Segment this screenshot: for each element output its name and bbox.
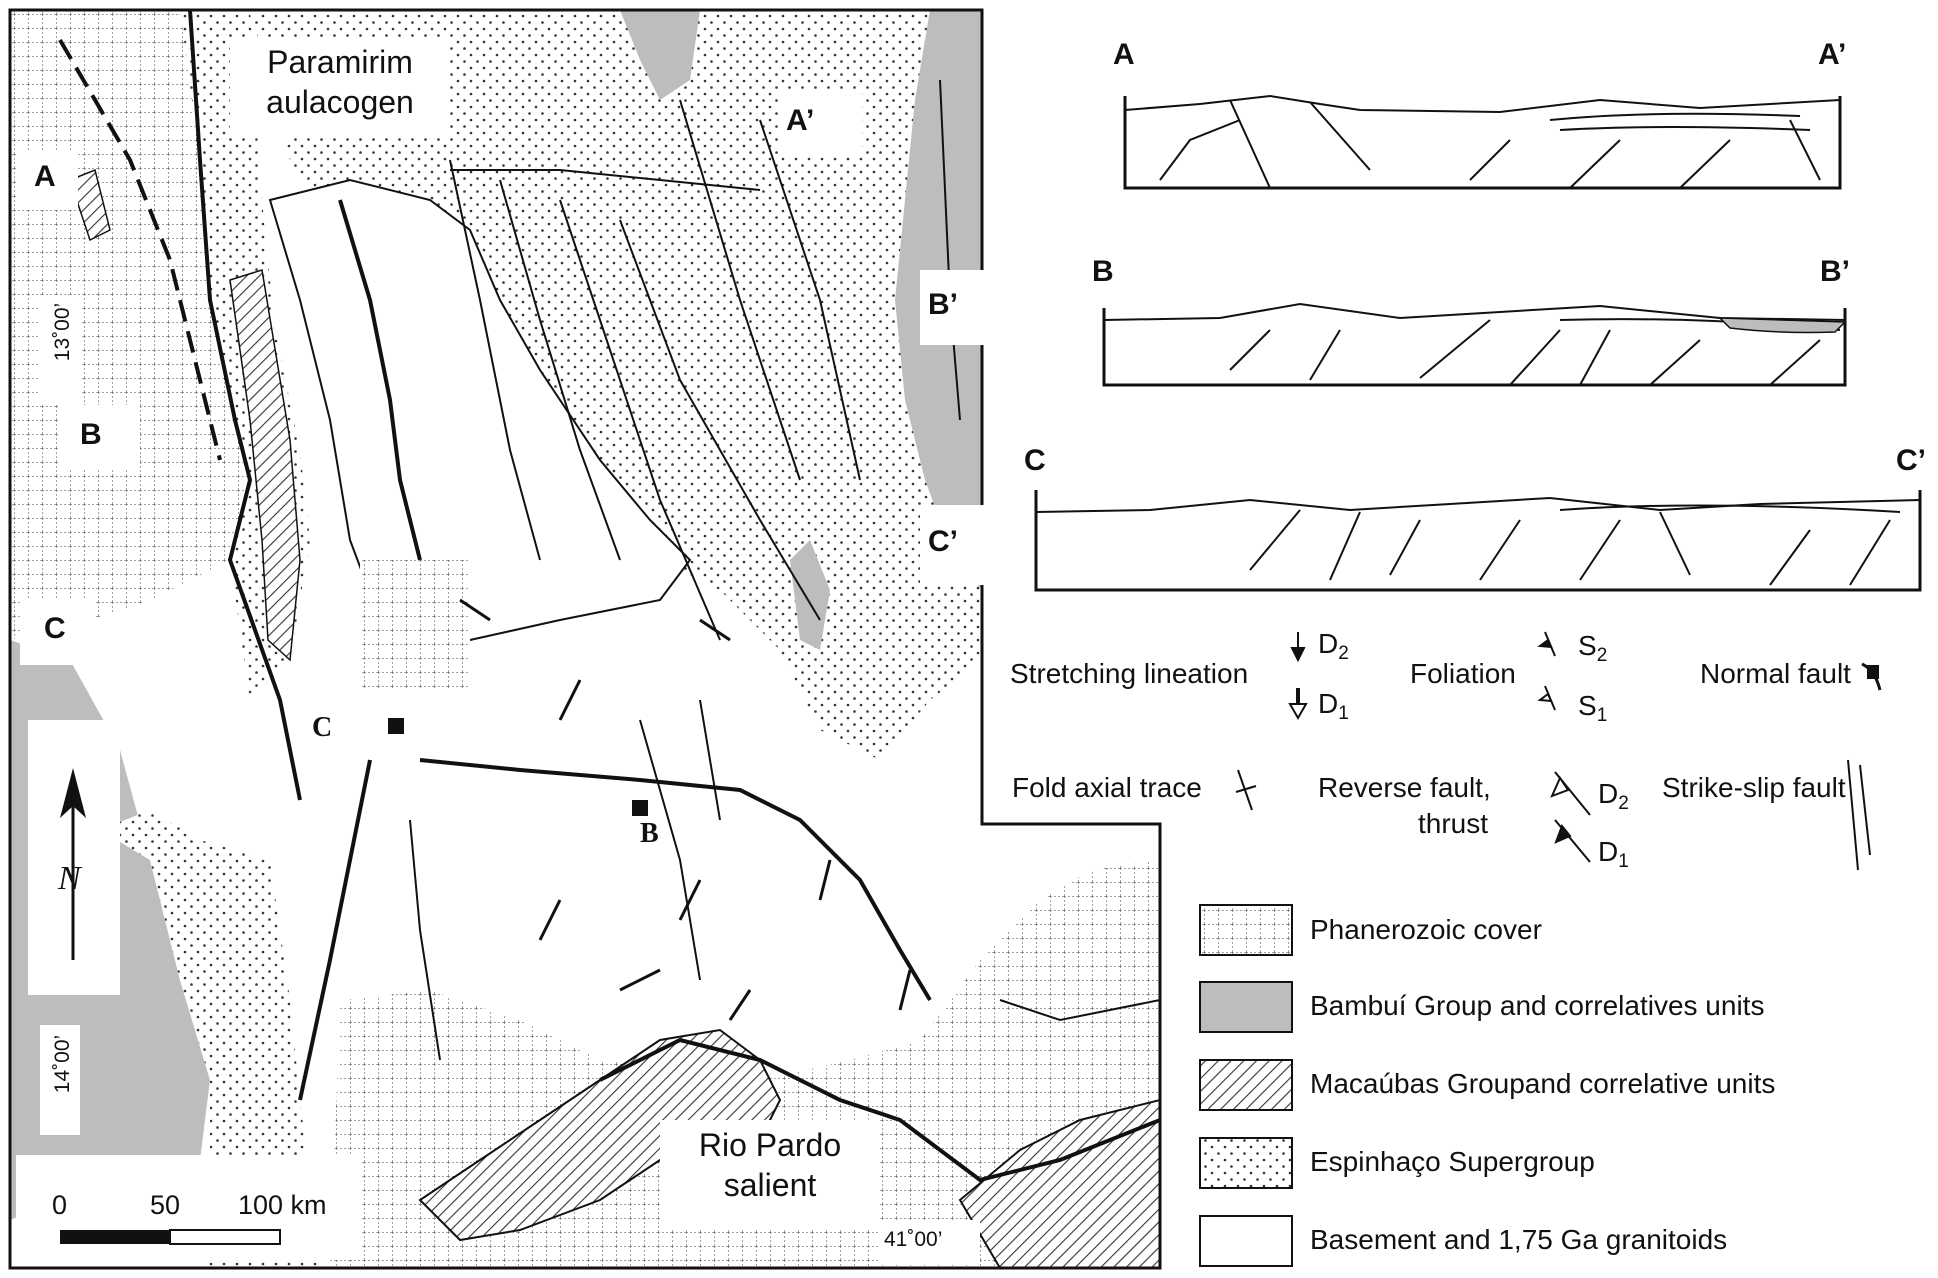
bambui-small [790, 540, 830, 650]
map-label-b-prime: B’ [928, 288, 958, 321]
region-paramirim-line2: aulacogen [266, 84, 414, 120]
legend-unit-espinhaco: Espinhaço Supergroup [1310, 1146, 1595, 1177]
legend-d2: D2 [1318, 628, 1349, 664]
legend-d1: D1 [1318, 688, 1349, 724]
cross-section-b [1102, 302, 1847, 387]
region-rio-pardo-line1: Rio Pardo [698, 1127, 842, 1163]
legend-s1: S1 [1578, 690, 1608, 726]
north-arrow [60, 768, 86, 960]
section-a-left: A [1113, 38, 1135, 71]
legend-normal-fault: Normal fault [1700, 658, 1851, 689]
site-c-marker [388, 718, 404, 734]
legend-swatch-phanerozoic [1199, 904, 1293, 956]
region-paramirim-line1: Paramirim [267, 44, 413, 80]
map-label-a: A [34, 160, 56, 193]
scale-label-max: 100 km [238, 1190, 327, 1220]
section-c-left: C [1024, 444, 1046, 477]
macaubas-west-strip [229, 269, 301, 662]
legend-strike-slip-fault: Strike-slip fault [1662, 772, 1846, 803]
legend-unit-bambui: Bambuí Group and correlatives units [1310, 990, 1765, 1021]
cross-section-a [1123, 94, 1842, 190]
lat-14-label: 14˚00’ [51, 1034, 74, 1094]
scale-bar [60, 1229, 281, 1245]
map-label-a-prime: A’ [786, 104, 815, 137]
site-label-c: C [312, 712, 333, 743]
legend-reverse-d2: D2 [1598, 778, 1629, 814]
major-faults [58, 10, 1160, 1183]
legend-foliation: Foliation [1410, 658, 1516, 689]
phanerozoic-cover-inner [360, 560, 470, 690]
legend-stretching-lineation: Stretching lineation [1010, 658, 1249, 689]
region-rio-pardo: Rio Pardo salient [670, 1125, 870, 1205]
espinhaco-southwest [100, 810, 320, 1268]
legend-unit-macaubas: Macaúbas Groupand correlative units [1310, 1068, 1776, 1099]
legend-swatch-bambui [1199, 981, 1293, 1033]
legend-s2: S2 [1578, 630, 1608, 666]
legend-unit-basement: Basement and 1,75 Ga granitoids [1310, 1224, 1728, 1255]
scale-label-zero: 0 [52, 1190, 68, 1220]
macaubas-northwest [69, 168, 111, 242]
site-label-b: B [640, 818, 659, 849]
legend-unit-phanerozoic: Phanerozoic cover [1310, 914, 1542, 945]
legend-swatch-macaubas [1199, 1059, 1293, 1111]
legend-swatch-basement [1199, 1215, 1293, 1267]
legend-reverse-fault-line1: Reverse fault, [1318, 772, 1491, 803]
cross-section-c [1034, 490, 1922, 592]
region-paramirim: Paramirim aulacogen [240, 42, 440, 122]
minor-faults [409, 79, 1160, 1061]
stretching-arrows [459, 598, 912, 1021]
region-rio-pardo-line2: salient [723, 1167, 817, 1203]
scale-label-mid: 50 [150, 1190, 181, 1220]
legend-reverse-fault-line2: thrust [1418, 808, 1489, 839]
map-label-c-prime: C’ [928, 525, 958, 558]
map-panel [10, 10, 1160, 1268]
section-a-right: A’ [1818, 38, 1847, 71]
lon-41-label: 41˚00’ [884, 1228, 943, 1251]
section-c-right: C’ [1896, 444, 1926, 477]
map-label-c: C [44, 612, 66, 645]
north-arrow-label: N [58, 860, 81, 897]
lat-13-label: 13˚00’ [51, 302, 74, 362]
bambui-northeast [620, 10, 700, 100]
legend-swatch-espinhaco [1199, 1137, 1293, 1189]
map-label-b: B [80, 418, 102, 451]
legend-fold-axial-trace: Fold axial trace [1012, 772, 1202, 803]
section-b-right: B’ [1820, 255, 1850, 288]
legend-symbols [1235, 631, 1882, 871]
site-b-marker [632, 800, 648, 816]
section-b-left: B [1092, 255, 1114, 288]
legend-reverse-d1: D1 [1598, 836, 1629, 872]
section-b-grey-unit [1718, 317, 1847, 334]
